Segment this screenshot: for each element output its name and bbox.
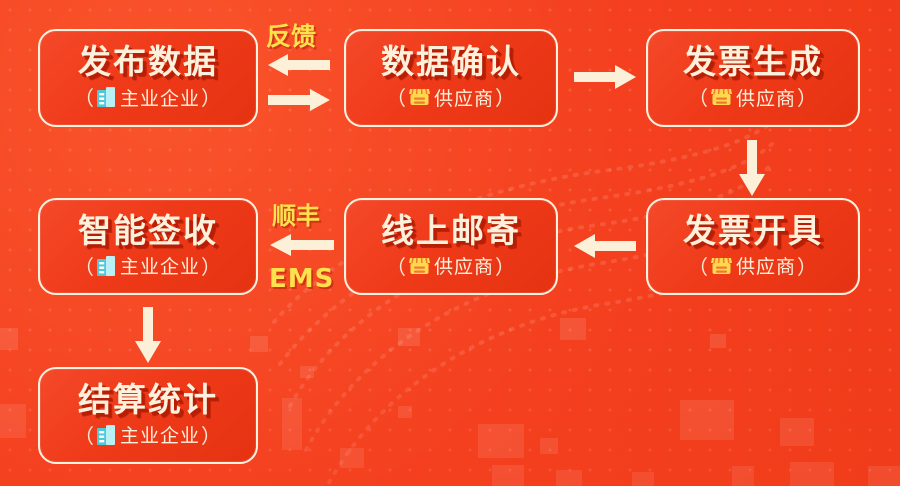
node-subject: 供应商 [735,88,796,110]
arrow-issue-to-mail [574,233,636,264]
node-subject: 供应商 [433,88,494,110]
paren-left: （ [73,425,95,448]
node-invoice-generate[interactable]: 发票生成 （ 供应商 ） [646,29,860,127]
node-subtitle: （ 主业企业 ） [73,424,222,449]
paren-left: （ [687,256,709,279]
storefront-icon [408,256,430,280]
node-invoice-issue[interactable]: 发票开具 （ 供应商 ） [646,198,860,295]
paren-left: （ [73,256,95,279]
node-subtitle: （ 供应商 ） [688,256,818,280]
node-smart-receipt[interactable]: 智能签收 （ 主业企业 ） [38,198,258,295]
paren-left: （ [687,88,709,110]
paren-right: ） [495,256,516,279]
building-icon [96,424,116,449]
paren-right: ） [201,256,222,279]
paren-left: （ [385,256,407,279]
building-icon [96,87,116,111]
label-feedback: 反馈 [266,22,317,51]
node-title: 发布数据 [78,42,218,81]
label-sf-express: 顺丰 [272,202,320,230]
node-subject: 供应商 [735,257,796,278]
node-subtitle: （ 供应商 ） [386,256,516,280]
background-arc-pattern [272,112,780,486]
arrow-mail-to-receipt [270,233,334,262]
paren-right: ） [201,425,222,448]
building-icon [96,255,116,280]
arrow-feedback-left [268,53,330,82]
arrow-receipt-down [134,307,162,368]
node-title: 发票生成 [683,42,823,81]
paren-right: ） [797,88,818,110]
arrow-invoice-down [738,140,766,201]
node-title: 智能签收 [78,210,218,250]
node-subtitle: （ 主业企业 ） [73,255,222,280]
paren-right: ） [201,88,222,110]
storefront-icon [408,87,430,111]
label-ems: EMS [269,264,335,294]
arrow-confirm-to-invoice [574,64,636,95]
node-data-confirm[interactable]: 数据确认 （ 供应商 ） [344,29,558,127]
node-subtitle: （ 供应商 ） [688,87,818,111]
node-subject: 主业企业 [119,426,200,447]
paren-left: （ [73,88,95,110]
node-subtitle: （ 供应商 ） [386,87,516,111]
node-title: 数据确认 [381,42,521,81]
node-title: 线上邮寄 [381,210,521,250]
paren-right: ） [495,88,516,110]
paren-right: ） [797,256,818,279]
node-title: 结算统计 [78,379,218,419]
node-settlement-stats[interactable]: 结算统计 （ 主业企业 ） [38,367,258,464]
node-subject: 供应商 [433,257,494,278]
node-subject: 主业企业 [119,257,200,278]
node-subject: 主业企业 [119,88,200,110]
node-online-mail[interactable]: 线上邮寄 （ 供应商 ） [344,198,558,295]
node-subtitle: （ 主业企业 ） [74,87,222,111]
arrow-feedback-right [268,88,330,117]
storefront-icon [710,256,732,280]
storefront-icon [710,87,732,111]
node-publish-data[interactable]: 发布数据 （ 主业企业 ） [38,29,258,127]
node-title: 发票开具 [683,210,823,250]
paren-left: （ [385,88,407,110]
